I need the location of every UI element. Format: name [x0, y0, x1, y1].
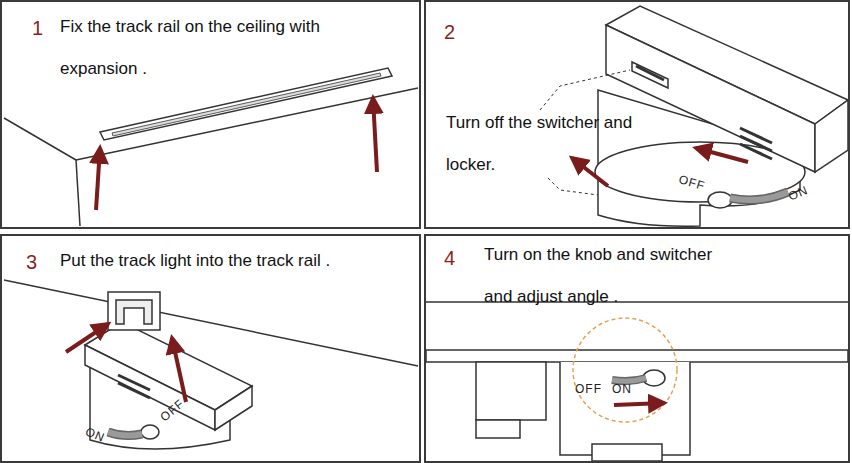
switch-label: ON: [612, 382, 632, 396]
insert-scene: [4, 280, 418, 449]
step-number: 3: [26, 250, 37, 274]
knob-scene: [426, 302, 848, 461]
direction-arrow: [572, 148, 748, 186]
insert-arrow: [66, 324, 186, 402]
step-panel: 1 Fix the track rail on the ceiling with …: [0, 0, 421, 229]
step-instruction: Fix the track rail on the ceiling with e…: [60, 6, 360, 90]
step-number: 4: [444, 246, 455, 270]
step-panel: 4 Turn on the knob and switcher and adjus…: [424, 234, 850, 463]
push-arrow: [96, 98, 377, 210]
step-panel: 3 Put the track light into the track rail…: [0, 234, 421, 463]
ceiling-rail-scene: [4, 68, 418, 226]
switch-label: OFF: [158, 396, 188, 424]
switch-label: OFF: [575, 382, 602, 396]
step-instruction: Turn off the switcher and locker.: [446, 102, 634, 186]
highlight-circle: [573, 318, 677, 422]
track-adapter: [595, 6, 848, 226]
step-number: 1: [32, 16, 43, 40]
switch-label: ON: [83, 425, 107, 445]
step-instruction: Put the track light into the track rail …: [60, 240, 400, 282]
leader-line: [540, 70, 630, 195]
step-instruction: Turn on the knob and switcher and adjust…: [484, 234, 739, 318]
switch-label: OFF: [677, 172, 707, 193]
step-panel: 2Turn off the switcher and locker.: [424, 0, 850, 229]
switch-label: ON: [786, 183, 810, 203]
turn-arrow: [614, 403, 664, 405]
step-number: 2: [444, 20, 455, 44]
